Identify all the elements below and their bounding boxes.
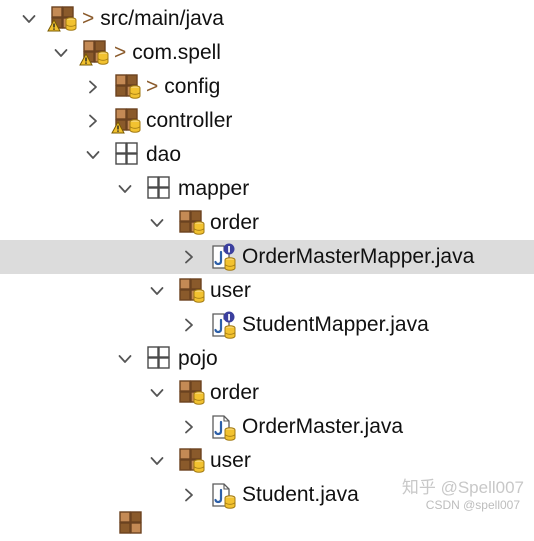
tree-row-label: OrderMasterMapper.java [242,240,474,274]
tree-row[interactable]: controller [0,104,534,138]
tree-row[interactable]: I OrderMasterMapper.java [0,240,534,274]
tree-row[interactable]: >config [0,70,534,104]
tree-row-text: StudentMapper.java [242,313,429,336]
chevron-down-icon[interactable] [146,206,168,240]
package-icon [178,277,208,305]
tree-row-label: controller [146,104,232,138]
tree-row-label: order [210,376,259,410]
source-badge-icon [224,495,236,509]
source-badge-icon [129,85,141,99]
chevron-right-icon[interactable] [82,104,104,138]
java-file-icon [210,413,240,441]
package-icon [178,209,208,237]
tree-row-label: OrderMaster.java [242,410,403,444]
package-icon [111,107,144,135]
source-badge-icon [224,427,236,441]
tree-row-text: controller [146,109,233,132]
chevron-down-icon[interactable] [114,342,136,376]
java-file-icon [210,481,240,509]
tree-row[interactable]: user [0,274,534,308]
tree-row-label: StudentMapper.java [242,308,429,342]
svg-text:I: I [227,246,230,256]
tree-row-text: pojo [178,347,218,370]
chevron-down-icon[interactable] [146,444,168,478]
chevron-right-icon[interactable] [178,478,200,512]
empty-package-icon [146,345,176,373]
tree-row[interactable]: mapper [0,172,534,206]
source-badge-icon [193,391,205,405]
tree-row-text: Student.java [242,483,359,506]
tree-row-label: Student.java [242,478,359,512]
package-icon [178,379,208,407]
java-interface-file-icon: I [210,311,240,339]
source-badge-icon [193,459,205,473]
tree-row-text: src/main/java [100,7,224,30]
chevron-down-icon[interactable] [146,274,168,308]
empty-package-icon [146,175,176,203]
tree-row-label: user [210,274,251,308]
tree-row-text: order [210,381,260,404]
chevron-right-icon[interactable] [178,410,200,444]
tree-row-text: mapper [178,177,250,200]
csdn-watermark: CSDN @spell007 [425,498,520,512]
chevron-down-icon[interactable] [82,138,104,172]
source-badge-icon [224,325,236,339]
dirty-marker: > [146,75,159,98]
package-icon [79,39,112,67]
tree-row-label: order [210,206,259,240]
tree-row[interactable]: order [0,376,534,410]
chevron-down-icon[interactable] [146,376,168,410]
tree-row-text: OrderMasterMapper.java [242,245,475,268]
warning-icon [111,121,125,134]
dirty-marker: > [82,7,95,30]
source-badge-icon [129,119,141,133]
chevron-down-icon[interactable] [114,172,136,206]
tree-row[interactable]: order [0,206,534,240]
tree-row[interactable]: >src/main/java [0,2,534,36]
source-folder-icon [47,5,80,33]
tree-row[interactable]: user [0,444,534,478]
warning-icon [47,19,61,32]
chevron-right-icon[interactable] [178,308,200,342]
svg-text:I: I [227,314,230,324]
chevron-down-icon[interactable] [18,2,40,36]
tree-row[interactable]: I StudentMapper.java [0,308,534,342]
watermark: 知乎 @Spell007 [401,478,524,497]
source-badge-icon [97,51,109,65]
tree-row-text: config [164,75,221,98]
tree-row-label: >config [146,70,220,104]
tree-row-label: >src/main/java [82,2,224,36]
tree-row-text: OrderMaster.java [242,415,404,438]
tree-row-text: user [210,449,251,472]
tree-row-label: dao [146,138,181,172]
dirty-marker: > [114,41,127,64]
source-badge-icon [193,289,205,303]
chevron-right-icon[interactable] [82,70,104,104]
tree-row-label: pojo [178,342,218,376]
warning-icon [79,53,93,66]
chevron-down-icon[interactable] [50,36,72,70]
tree-row[interactable]: OrderMaster.java [0,410,534,444]
java-interface-file-icon: I [210,243,240,271]
tree-row[interactable]: dao [0,138,534,172]
source-badge-icon [193,221,205,235]
source-badge-icon [224,257,236,271]
package-icon [178,447,208,475]
tree-row[interactable]: pojo [0,342,534,376]
tree-row[interactable]: Student.java [0,478,534,512]
tree-row-text: order [210,211,260,234]
chevron-right-icon[interactable] [178,240,200,274]
tree-row-text: dao [146,143,182,166]
tree-row[interactable]: >com.spell [0,36,534,70]
tree-row-label: mapper [178,172,249,206]
package-icon [118,510,144,541]
tree-row-label: user [210,444,251,478]
tree-row-label: >com.spell [114,36,221,70]
tree-row-text: com.spell [132,41,221,64]
empty-package-icon [114,141,144,169]
tree-row-text: user [210,279,251,302]
source-badge-icon [65,17,77,31]
package-icon [114,73,144,101]
